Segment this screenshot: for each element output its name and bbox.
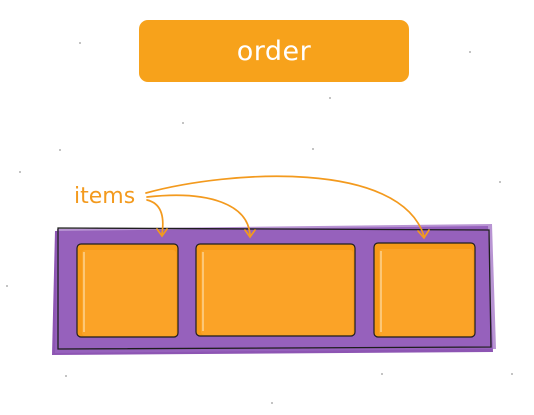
flex-item-2 bbox=[195, 243, 356, 337]
arrow-to-item-3-head bbox=[417, 229, 430, 240]
flex-item-3 bbox=[373, 242, 476, 338]
arrow-to-item-2 bbox=[146, 194, 251, 236]
arrow-to-item-1 bbox=[146, 199, 164, 235]
title-badge: order bbox=[139, 20, 409, 82]
arrow-to-item-1-head bbox=[156, 228, 168, 238]
arrow-to-item-2-head bbox=[244, 229, 256, 239]
item-arrows bbox=[145, 175, 430, 240]
arrow-to-item-3 bbox=[145, 175, 425, 237]
items-label: items bbox=[74, 184, 136, 209]
title-text: order bbox=[236, 35, 312, 67]
flex-item-1 bbox=[76, 243, 179, 338]
